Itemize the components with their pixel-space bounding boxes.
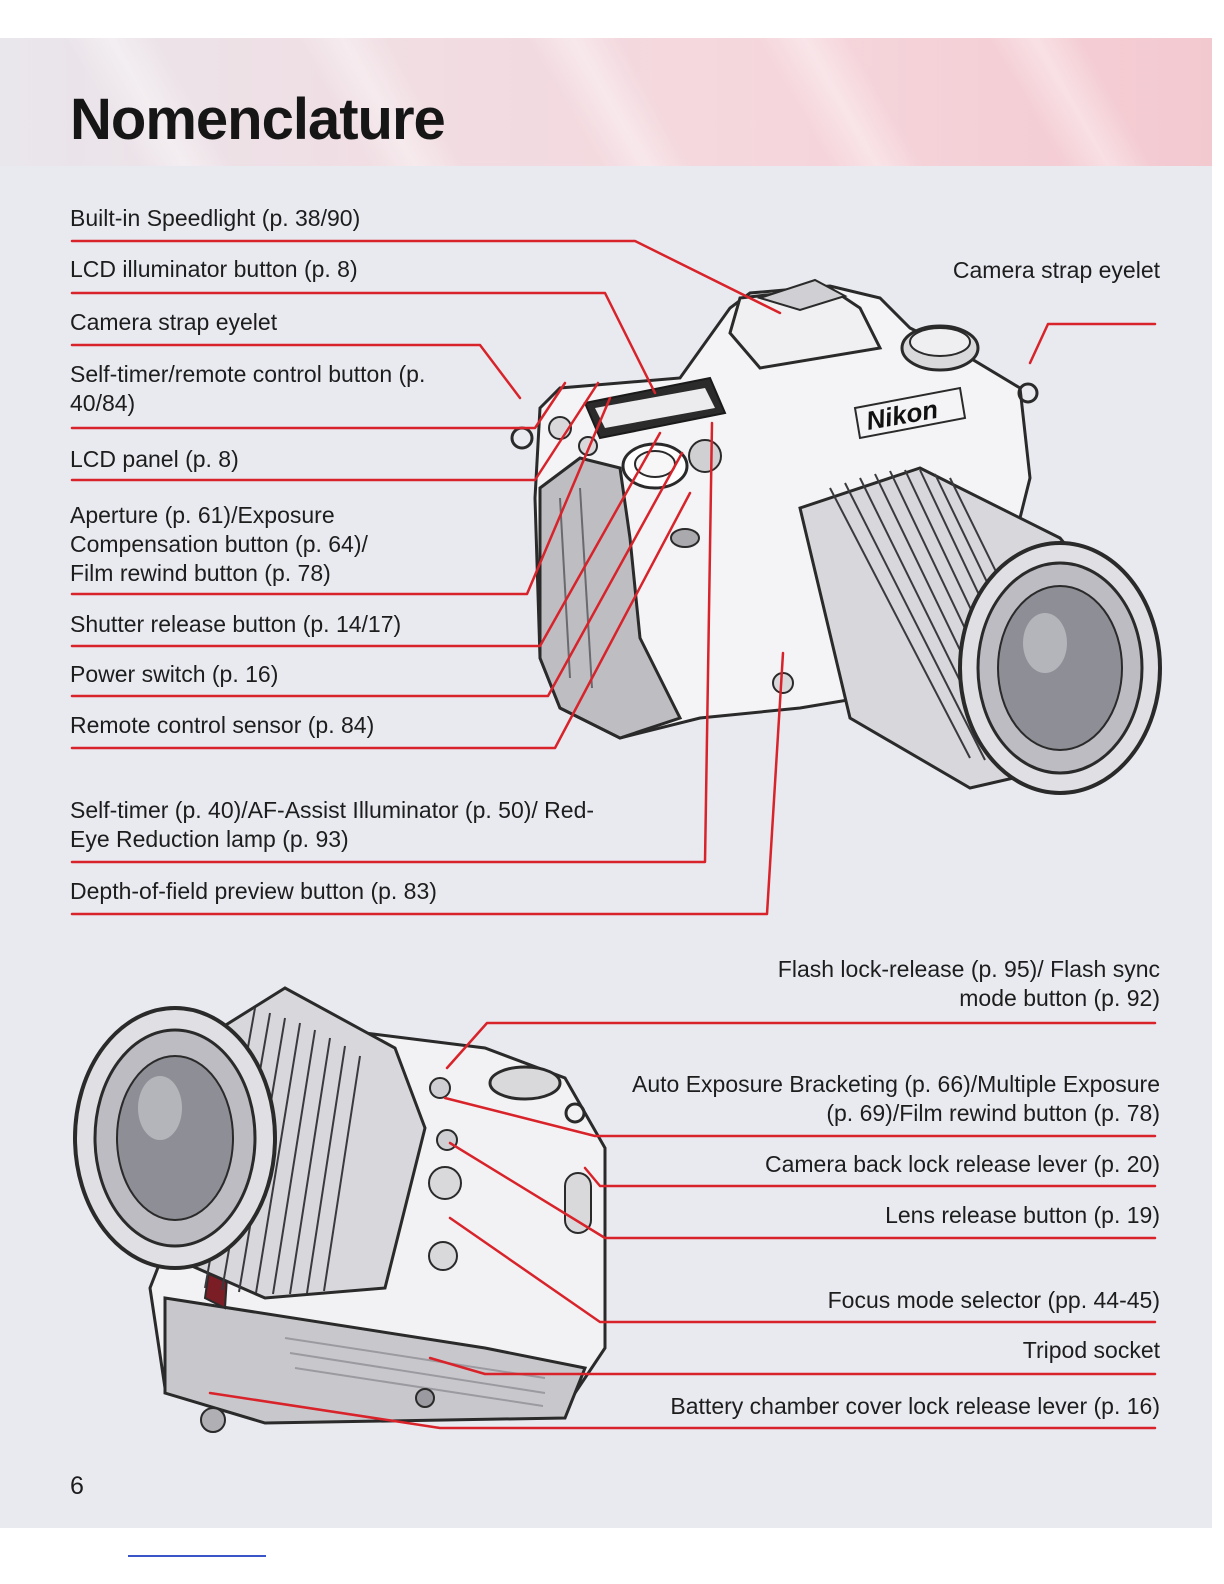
- label-lcd-illuminator-button: LCD illuminator button (p. 8): [70, 256, 358, 282]
- label-auto-exposure-bracketing: Auto Exposure Bracketing (p. 66)/Multipl…: [632, 1071, 1160, 1126]
- leader-lens-release-button: [448, 1141, 1157, 1240]
- bottom-rule: [128, 1555, 266, 1557]
- header-band: [0, 38, 1212, 166]
- leader-camera-strap-eyelet-right: [1028, 322, 1157, 365]
- leader-focus-mode-selector: [448, 1216, 1157, 1324]
- label-aperture-exposure-film-rewind: Aperture (p. 61)/Exposure Compensation b…: [70, 502, 368, 586]
- leader-depth-of-field-preview: [70, 651, 785, 916]
- leader-camera-strap-eyelet-left: [70, 343, 522, 400]
- label-battery-chamber-cover-lock: Battery chamber cover lock release lever…: [670, 1393, 1160, 1419]
- label-camera-strap-eyelet-left: Camera strap eyelet: [70, 309, 278, 335]
- label-flash-lock-release: Flash lock-release (p. 95)/ Flash sync m…: [777, 956, 1160, 1011]
- leader-shutter-release-button: [70, 431, 662, 648]
- page-title: Nomenclature: [70, 87, 446, 152]
- label-lcd-panel: LCD panel (p. 8): [70, 446, 239, 472]
- leader-camera-back-lock-release: [583, 1166, 1157, 1188]
- leader-remote-control-sensor: [70, 491, 692, 750]
- page-number: 6: [70, 1472, 84, 1500]
- camera-front-illustration: Nikon: [510, 278, 1162, 795]
- label-self-timer-af-assist-red-eye: Self-timer (p. 40)/AF-Assist Illuminator…: [70, 797, 595, 852]
- leader-flash-lock-release: [445, 1021, 1157, 1070]
- leader-self-timer-af-assist: [70, 421, 714, 864]
- label-self-timer-remote-button: Self-timer/remote control button (p. 40/…: [70, 361, 426, 416]
- camera-side-illustration: [73, 986, 607, 1433]
- leader-lcd-illuminator-button: [70, 291, 657, 395]
- label-shutter-release-button: Shutter release button (p. 14/17): [70, 611, 402, 637]
- header-stripes: [0, 38, 1212, 166]
- leader-lines: [70, 239, 1157, 1430]
- label-focus-mode-selector: Focus mode selector (pp. 44-45): [827, 1287, 1160, 1313]
- label-depth-of-field-preview: Depth-of-field preview button (p. 83): [70, 878, 437, 904]
- leader-lcd-panel: [70, 381, 600, 482]
- manual-page: Nomenclature Nikon: [0, 38, 1212, 1528]
- label-remote-control-sensor: Remote control sensor (p. 84): [70, 712, 375, 738]
- leader-self-timer-remote-button: [70, 381, 567, 430]
- leader-aperture-exposure-film-rewind: [70, 396, 612, 596]
- leader-built-in-speedlight: [70, 239, 782, 315]
- label-tripod-socket: Tripod socket: [1022, 1337, 1160, 1363]
- label-power-switch: Power switch (p. 16): [70, 661, 279, 687]
- label-camera-strap-eyelet-right: Camera strap eyelet: [952, 257, 1160, 283]
- leader-tripod-socket: [428, 1356, 1157, 1376]
- label-built-in-speedlight: Built-in Speedlight (p. 38/90): [70, 205, 361, 231]
- label-lens-release-button: Lens release button (p. 19): [885, 1202, 1160, 1228]
- leader-battery-chamber-cover-lock: [208, 1391, 1157, 1430]
- leader-power-switch: [70, 451, 684, 698]
- leader-auto-exposure-bracketing: [443, 1096, 1157, 1138]
- label-camera-back-lock-release: Camera back lock release lever (p. 20): [765, 1151, 1160, 1177]
